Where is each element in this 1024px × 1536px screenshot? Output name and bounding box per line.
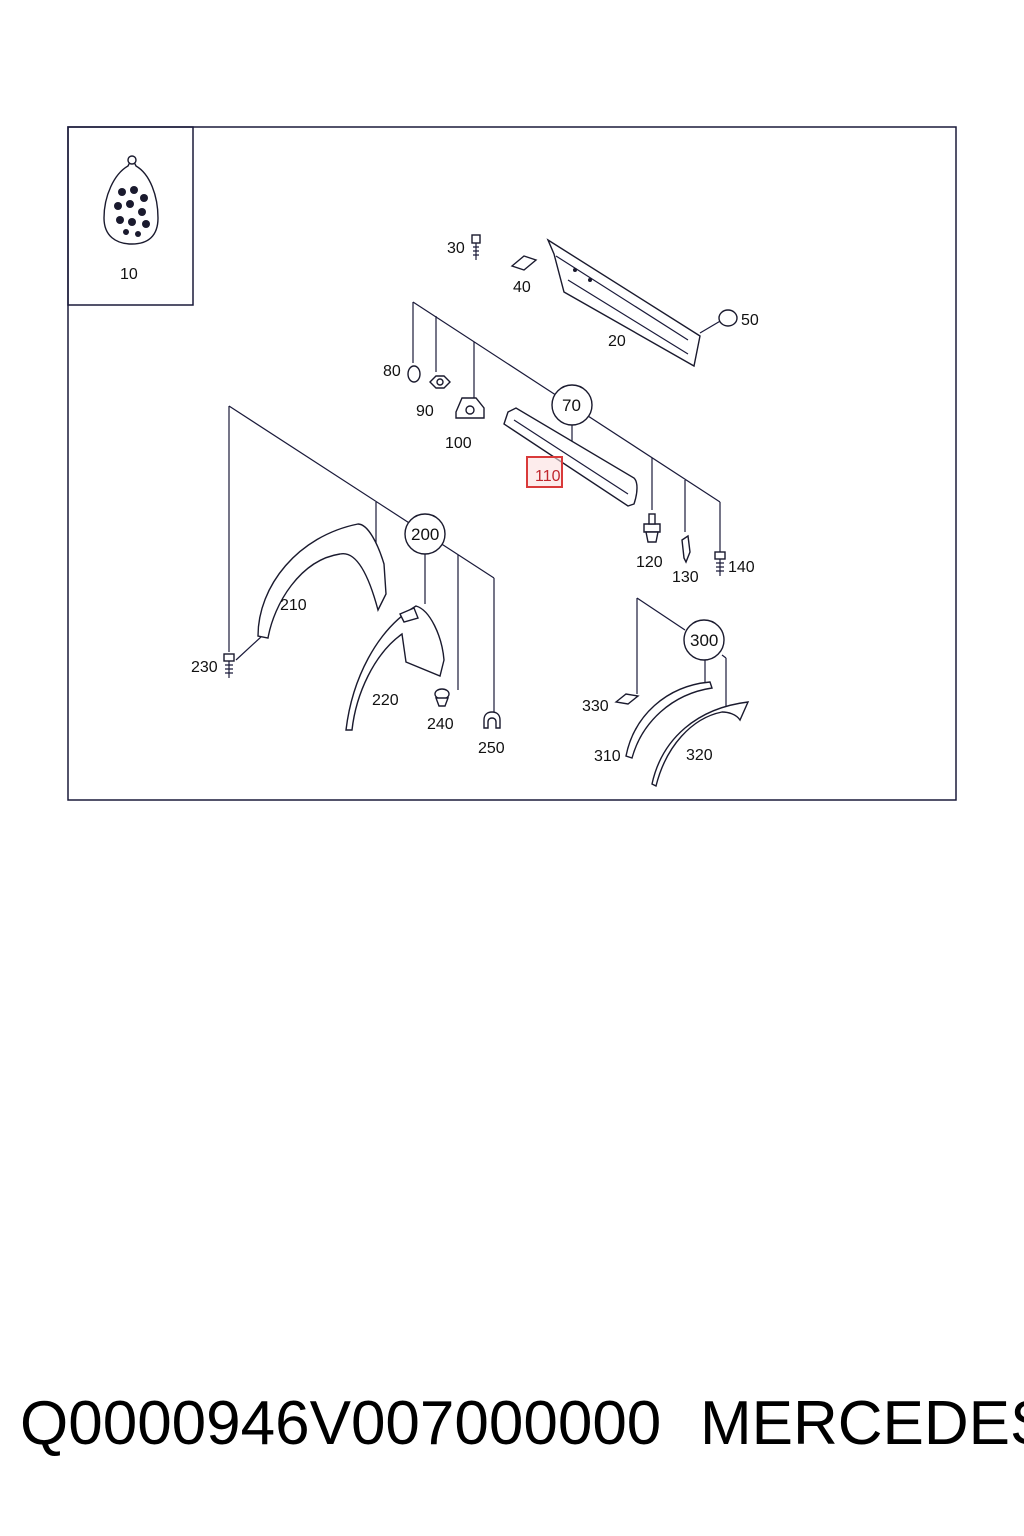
fastener-bag-icon — [103, 155, 159, 245]
label-40: 40 — [513, 279, 531, 296]
caption: Q0000946V007000000 MERCEDES — [0, 1388, 1024, 1468]
clip-120-icon — [643, 513, 661, 543]
clip-130-icon — [681, 534, 691, 564]
label-330: 330 — [582, 698, 609, 715]
clamp-250-icon — [483, 711, 501, 729]
diagram-frame — [67, 126, 957, 801]
label-300: 300 — [690, 631, 718, 650]
leaders-200 — [228, 405, 495, 718]
label-220: 220 — [372, 692, 399, 709]
part-code: Q0000946V007000000 — [20, 1389, 662, 1458]
label-230: 230 — [191, 659, 218, 676]
label-200: 200 — [411, 525, 439, 544]
parts-diagram: 10 30 40 20 50 70 80 90 — [67, 126, 957, 801]
label-250: 250 — [478, 740, 505, 757]
group-300-circle — [683, 619, 725, 661]
washer-80-icon — [407, 365, 421, 383]
label-310: 310 — [594, 748, 621, 765]
label-30: 30 — [447, 240, 465, 257]
grommet-50-icon — [699, 309, 738, 334]
label-130: 130 — [672, 569, 699, 586]
arch-trim-320 — [651, 701, 750, 788]
screw-30-icon — [471, 234, 481, 260]
group-70-circle — [551, 384, 593, 426]
label-70: 70 — [562, 396, 581, 415]
label-20: 20 — [608, 333, 626, 350]
label-240: 240 — [427, 716, 454, 733]
label-10: 10 — [120, 266, 138, 283]
bracket-100-icon — [455, 397, 485, 419]
trim-panel-20 — [546, 238, 701, 368]
label-50: 50 — [741, 312, 759, 329]
highlight-box-110 — [526, 456, 563, 488]
clip-330-icon — [614, 693, 640, 705]
screw-230-icon — [223, 653, 235, 678]
brand-name: MERCEDES — [700, 1389, 1024, 1458]
clip-40-icon — [510, 255, 538, 271]
label-140: 140 — [728, 559, 755, 576]
nut-90-icon — [429, 375, 451, 389]
label-80: 80 — [383, 363, 401, 380]
inset-box — [67, 126, 194, 306]
clip-240-icon — [434, 688, 450, 707]
label-320: 320 — [686, 747, 713, 764]
label-210: 210 — [280, 597, 307, 614]
label-120: 120 — [636, 554, 663, 571]
label-90: 90 — [416, 403, 434, 420]
label-110: 110 — [535, 468, 561, 485]
arch-liner-220 — [345, 605, 445, 731]
arch-liner-210 — [257, 523, 387, 639]
screw-140-icon — [714, 551, 726, 576]
leaders-300 — [636, 597, 727, 708]
label-100: 100 — [445, 435, 472, 452]
group-200-circle — [404, 513, 446, 555]
arch-trim-310 — [625, 681, 713, 759]
